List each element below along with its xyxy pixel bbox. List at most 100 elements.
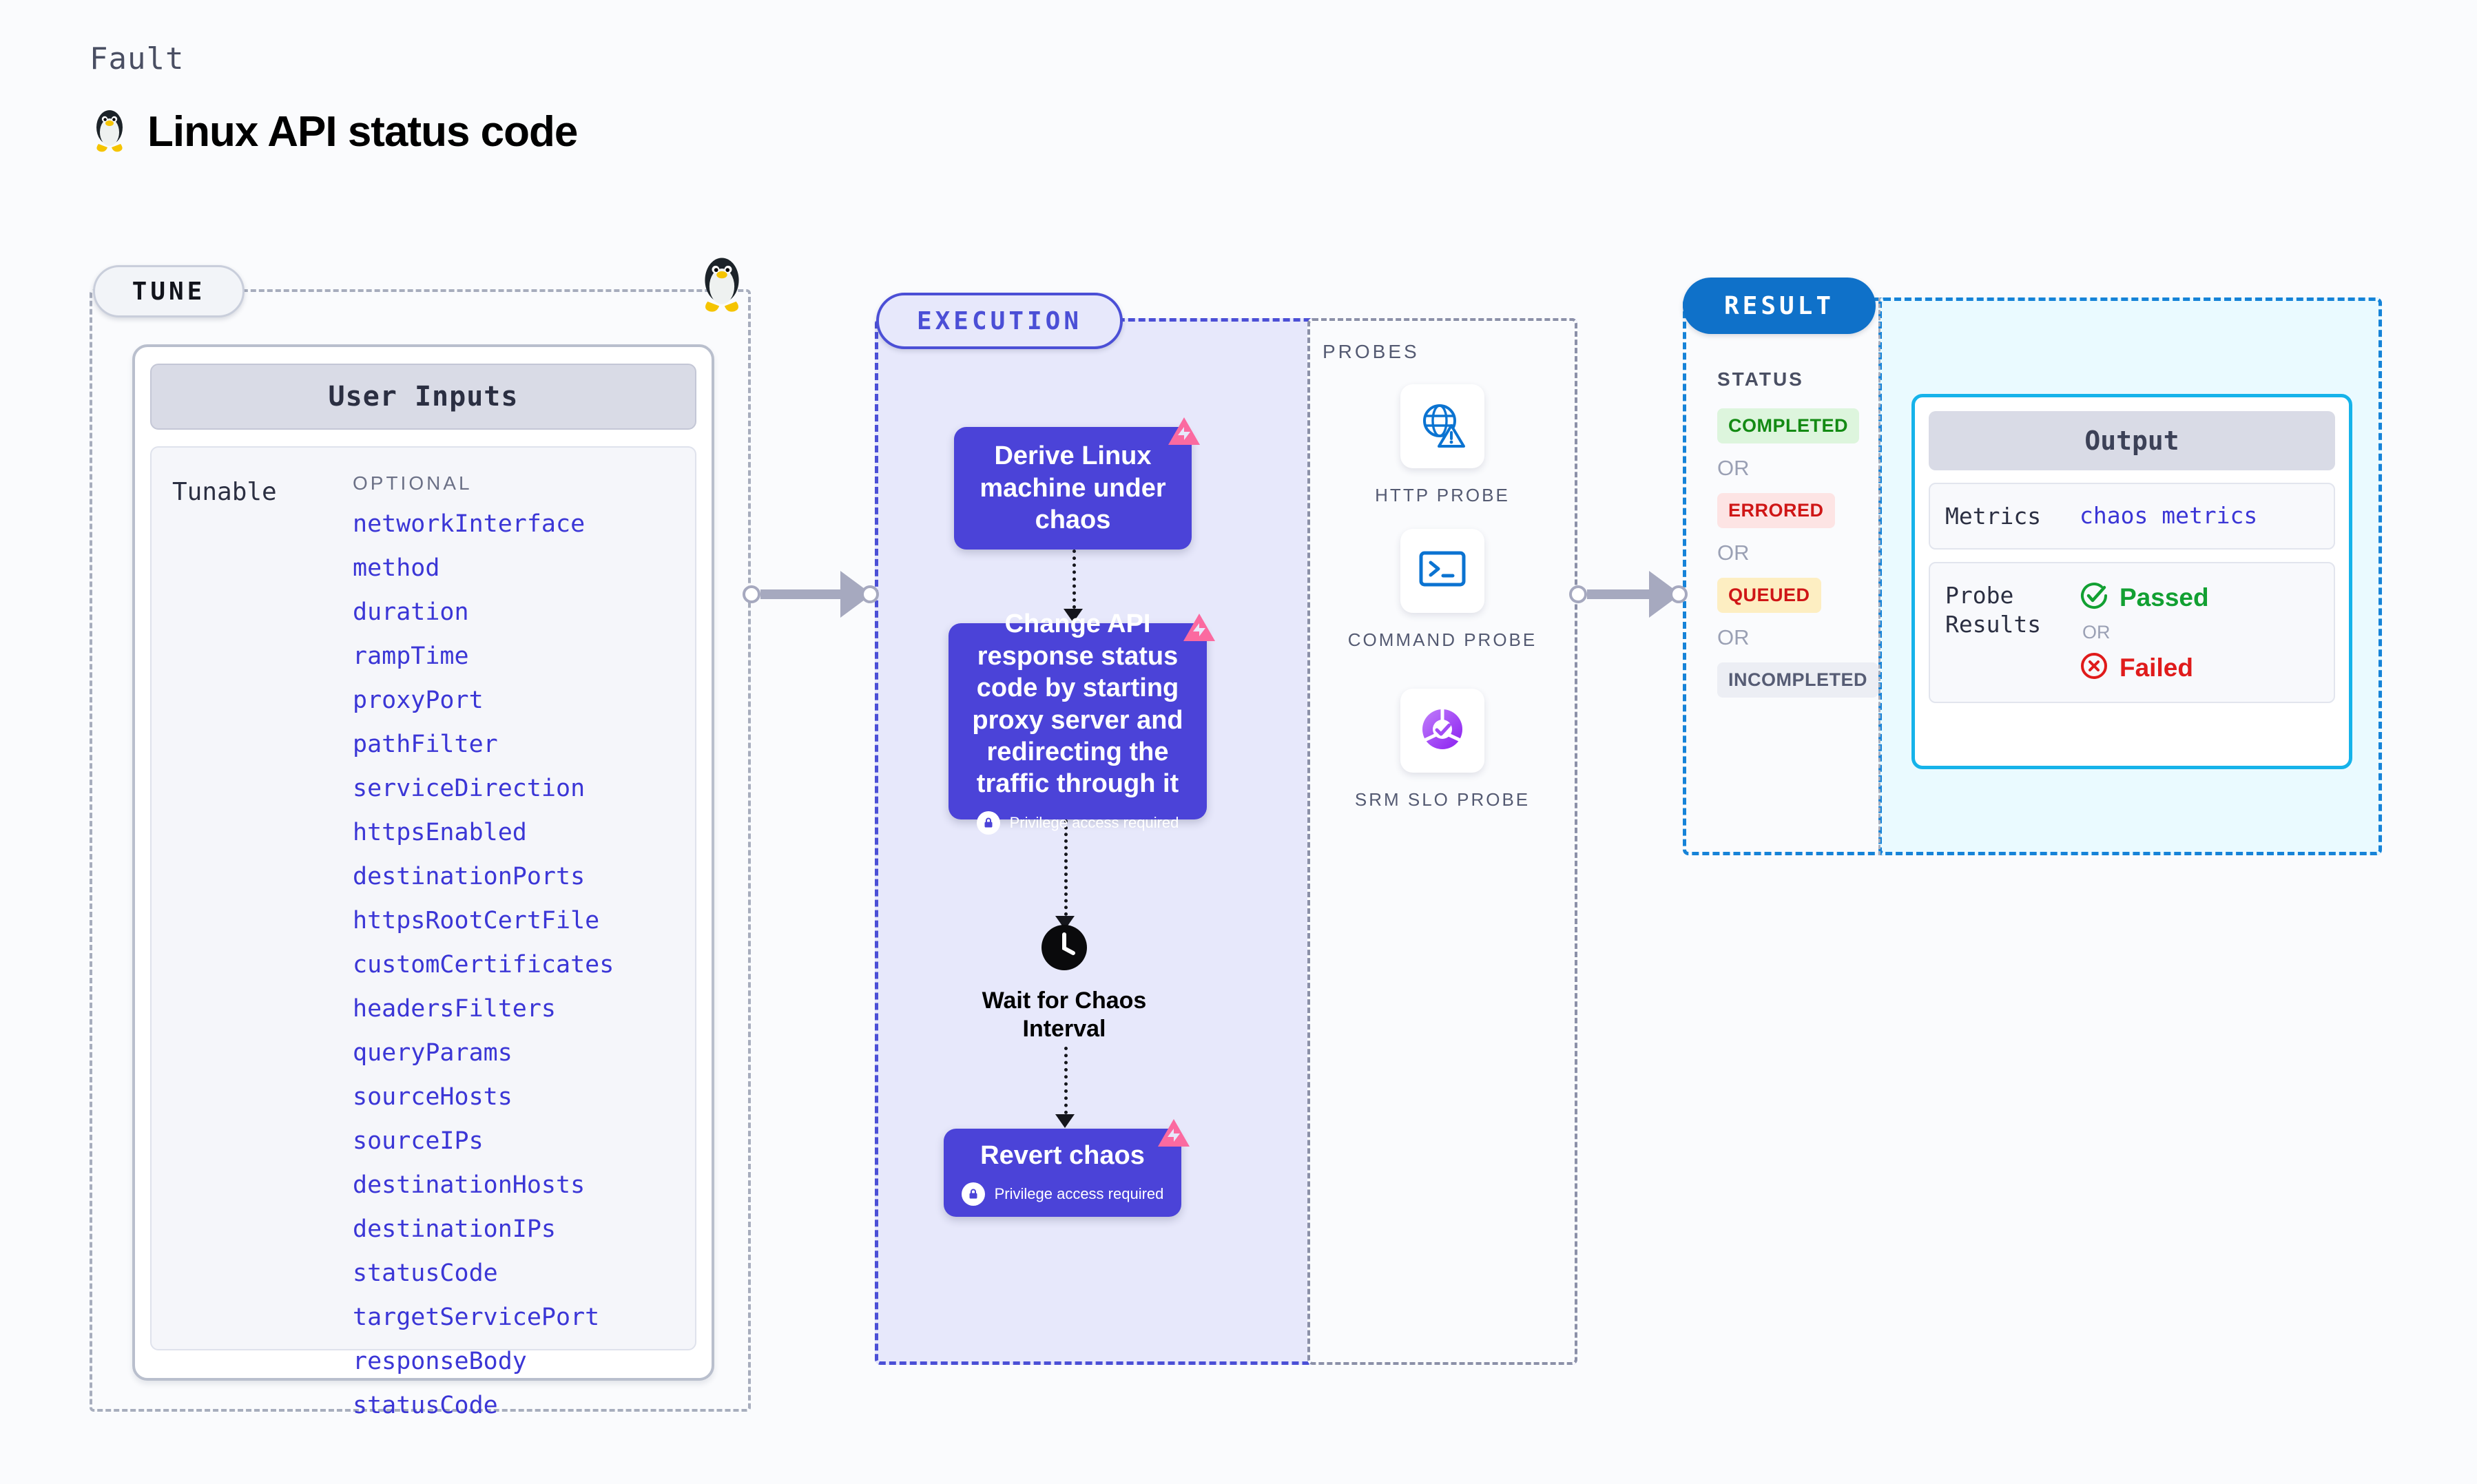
param-item[interactable]: responseBody bbox=[353, 1348, 527, 1375]
connector-tune-to-execution bbox=[743, 571, 879, 618]
param-item[interactable]: statusCode bbox=[353, 1392, 498, 1419]
param-item[interactable]: method bbox=[353, 554, 440, 582]
param-item[interactable]: customCertificates bbox=[353, 951, 614, 979]
or-label: OR bbox=[1717, 541, 1750, 565]
stage-pill-result[interactable]: RESULT bbox=[1683, 278, 1876, 334]
node-title: Revert chaos bbox=[980, 1140, 1145, 1170]
status-badge-incompleted: INCOMPLETED bbox=[1717, 662, 1879, 698]
tunable-body: Tunable OPTIONAL networkInterface method… bbox=[150, 446, 696, 1418]
connector-end-dot bbox=[1670, 585, 1688, 603]
node-title: Derive Linux machine under chaos bbox=[980, 441, 1166, 535]
param-item[interactable]: httpsRootCertFile bbox=[353, 907, 600, 934]
probe-tile[interactable] bbox=[1400, 529, 1484, 613]
passed-label: Passed bbox=[2120, 583, 2209, 612]
param-item[interactable]: rampTime bbox=[353, 642, 469, 670]
probes-region bbox=[1307, 318, 1577, 1365]
param-item[interactable]: destinationHosts bbox=[353, 1171, 585, 1199]
probe-result-failed: Failed bbox=[2080, 651, 2209, 684]
linux-penguin-icon bbox=[696, 253, 748, 317]
litmus-badge-icon bbox=[1181, 611, 1218, 651]
param-item[interactable]: headersFilters bbox=[353, 995, 557, 1023]
privilege-text: Privilege access required bbox=[994, 1185, 1164, 1203]
param-item[interactable]: destinationIPs bbox=[353, 1215, 557, 1243]
metrics-key: Metrics bbox=[1945, 503, 2042, 530]
node-title: Change API response status code by start… bbox=[972, 609, 1183, 799]
param-item[interactable]: queryParams bbox=[353, 1039, 512, 1067]
check-circle-icon bbox=[2080, 581, 2108, 614]
output-row-metrics: Metrics chaos metrics bbox=[1929, 483, 2335, 550]
failed-label: Failed bbox=[2120, 653, 2193, 682]
probe-label: HTTP PROBE bbox=[1375, 485, 1510, 505]
param-item[interactable]: networkInterface bbox=[353, 510, 585, 538]
metrics-value[interactable]: chaos metrics bbox=[2080, 502, 2258, 529]
probe-tile[interactable] bbox=[1400, 384, 1484, 468]
param-item[interactable]: proxyPort bbox=[353, 687, 484, 714]
param-item[interactable]: sourceHosts bbox=[353, 1083, 512, 1111]
connector-execution-to-result bbox=[1569, 571, 1688, 618]
lock-icon bbox=[976, 811, 1000, 835]
globe-warning-icon bbox=[1417, 399, 1468, 454]
execution-node-revert[interactable]: Revert chaos Privilege access required bbox=[944, 1119, 1190, 1217]
stage-pill-execution[interactable]: EXECUTION bbox=[876, 293, 1123, 349]
user-inputs-card: User Inputs Tunable OPTIONAL networkInte… bbox=[132, 344, 714, 1418]
connector-start-dot bbox=[1569, 585, 1587, 603]
param-item[interactable]: serviceDirection bbox=[353, 775, 585, 802]
probe-label: SRM SLO PROBE bbox=[1354, 789, 1531, 810]
flow-connector bbox=[1072, 550, 1076, 609]
terminal-icon bbox=[1417, 547, 1468, 595]
status-title: STATUS bbox=[1717, 368, 1804, 390]
page-title: Linux API status code bbox=[147, 108, 578, 156]
or-label: OR bbox=[1717, 456, 1750, 480]
execution-node-change-status[interactable]: Change API response status code by start… bbox=[949, 609, 1215, 835]
user-inputs-header: User Inputs bbox=[150, 364, 696, 430]
privilege-notice: Privilege access required bbox=[961, 1182, 1164, 1206]
probe-tile[interactable] bbox=[1400, 689, 1484, 773]
probe-results-values: Passed OR Failed bbox=[2080, 581, 2209, 684]
probe-result-passed: Passed bbox=[2080, 581, 2209, 614]
title-row: Linux API status code bbox=[90, 107, 578, 157]
page-header: Fault Linux API status code bbox=[90, 41, 578, 157]
param-item[interactable]: pathFilter bbox=[353, 731, 498, 758]
lock-icon bbox=[961, 1182, 985, 1206]
output-card: Output Metrics chaos metrics Probe Resul… bbox=[1911, 394, 2352, 769]
tunable-label: Tunable bbox=[172, 478, 277, 506]
param-item[interactable]: sourceIPs bbox=[353, 1127, 484, 1155]
param-item[interactable]: statusCode bbox=[353, 1260, 498, 1287]
param-item[interactable]: httpsEnabled bbox=[353, 819, 527, 846]
probe-item-http[interactable]: HTTP PROBE bbox=[1307, 384, 1577, 508]
flow-connector bbox=[1064, 1047, 1068, 1114]
probe-label: COMMAND PROBE bbox=[1347, 629, 1537, 650]
clock-icon bbox=[1039, 923, 1089, 976]
connector-start-dot bbox=[743, 585, 760, 603]
litmus-badge-icon bbox=[1155, 1116, 1192, 1157]
litmus-badge-icon bbox=[1165, 415, 1203, 455]
probes-title: PROBES bbox=[1323, 341, 1420, 362]
probe-item-command[interactable]: COMMAND PROBE bbox=[1307, 529, 1577, 652]
probe-item-srm-slo[interactable]: SRM SLO PROBE bbox=[1307, 689, 1577, 812]
connector-bar bbox=[760, 589, 842, 599]
connector-end-dot bbox=[861, 585, 879, 603]
tune-region bbox=[90, 289, 751, 1412]
optional-label: OPTIONAL bbox=[353, 472, 473, 494]
stage-pill-tune[interactable]: TUNE bbox=[93, 265, 245, 317]
fault-kicker: Fault bbox=[90, 41, 185, 76]
status-badge-completed: COMPLETED bbox=[1717, 408, 1860, 443]
param-item[interactable]: targetServicePort bbox=[353, 1304, 600, 1331]
flow-arrow-icon bbox=[1064, 609, 1083, 623]
flow-connector bbox=[1064, 819, 1068, 916]
x-circle-icon bbox=[2080, 651, 2108, 684]
param-item[interactable]: duration bbox=[353, 598, 469, 626]
result-divider bbox=[1878, 297, 1880, 855]
privilege-notice: Privilege access required bbox=[976, 811, 1179, 835]
linux-penguin-icon bbox=[90, 107, 129, 157]
probe-results-key: Probe Results bbox=[1945, 582, 2042, 638]
execution-node-derive[interactable]: Derive Linux machine under chaos bbox=[954, 417, 1200, 550]
wait-label: Wait for Chaos Interval bbox=[982, 987, 1147, 1042]
wait-for-chaos-interval: Wait for Chaos Interval bbox=[978, 923, 1150, 1043]
or-label: OR bbox=[2082, 622, 2111, 643]
param-item[interactable]: destinationPorts bbox=[353, 863, 585, 890]
parameter-list: OPTIONAL networkInterface method duratio… bbox=[353, 472, 674, 1418]
output-row-probe-results: Probe Results Passed OR bbox=[1929, 562, 2335, 704]
privilege-text: Privilege access required bbox=[1009, 813, 1179, 831]
connector-bar bbox=[1587, 589, 1650, 599]
